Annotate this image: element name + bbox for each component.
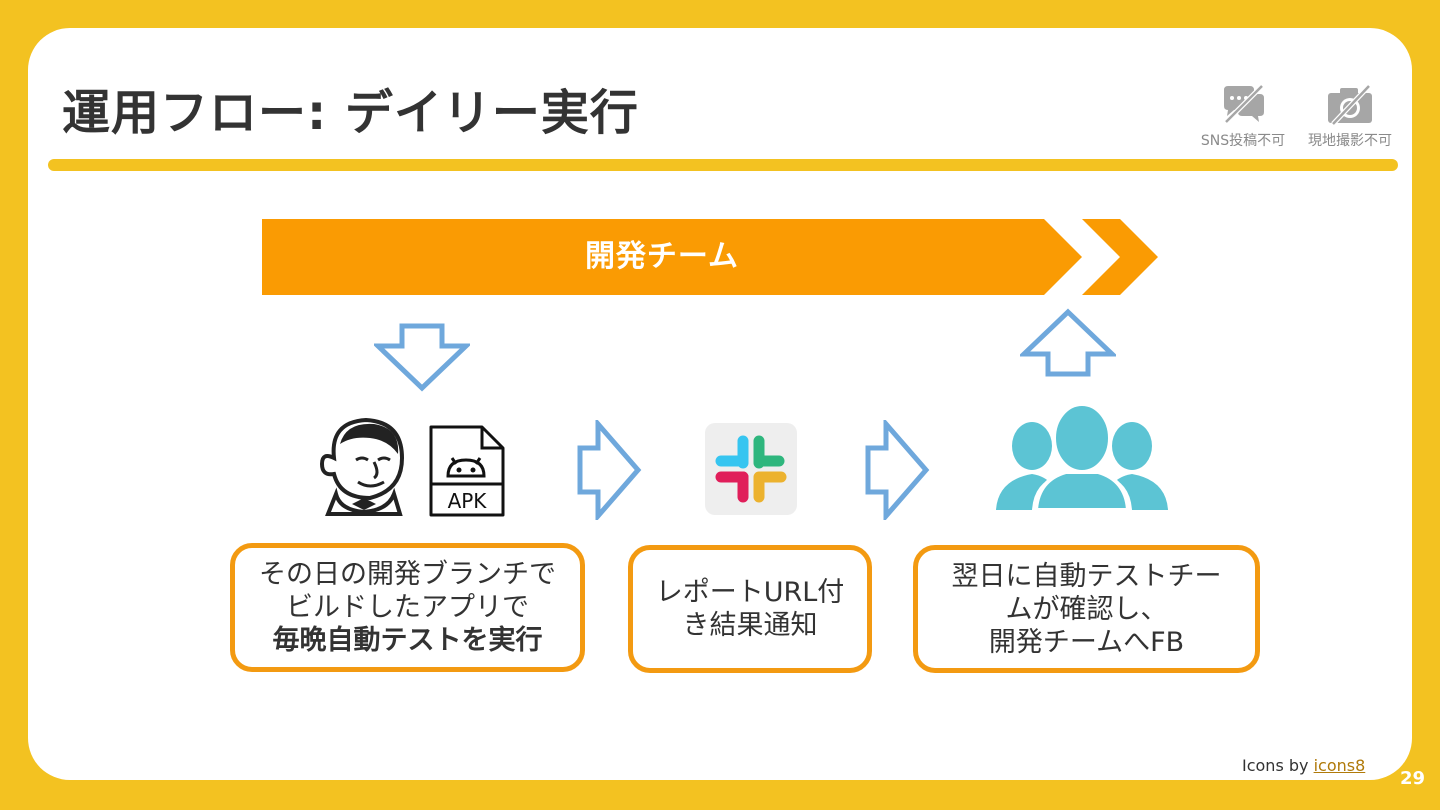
step-text: レポートURL付 <box>655 577 845 608</box>
icons8-link[interactable]: icons8 <box>1313 756 1366 775</box>
arrow-right-icon <box>577 420 642 520</box>
step-text: 開発チームへFB <box>988 626 1185 658</box>
banner-arrow-body <box>262 219 1082 295</box>
arrow-down-icon <box>374 323 470 392</box>
notice-label: SNS投稿不可 <box>1200 133 1286 149</box>
no-sns-icon <box>1224 84 1264 124</box>
step-box-report-notification: レポートURL付 き結果通知 <box>628 545 872 673</box>
slack-icon <box>705 423 797 515</box>
credit-prefix: Icons by <box>1242 756 1314 775</box>
step-text-emphasis: 毎晩自動テストを実行 <box>272 625 543 656</box>
step-text: ムが確認し、 <box>1005 593 1168 625</box>
title-underline <box>48 159 1398 171</box>
icon-credit: Icons by icons8 <box>1242 756 1365 775</box>
slide-title: 運用フロー: デイリー実行 <box>62 85 639 141</box>
banner-label: 開発チーム <box>584 239 740 274</box>
step-box-team-feedback: 翌日に自動テストチー ムが確認し、 開発チームへFB <box>913 545 1260 673</box>
step-text: ビルドしたアプリで <box>286 592 529 623</box>
team-icon <box>996 402 1168 512</box>
step-text: 翌日に自動テストチー <box>951 560 1222 592</box>
no-camera-icon <box>1328 84 1372 126</box>
arrow-right-icon <box>865 420 930 520</box>
jenkins-icon <box>319 417 405 516</box>
step-box-nightly-test: その日の開発ブランチで ビルドしたアプリで 毎晩自動テストを実行 <box>230 543 585 672</box>
page-number: 29 <box>1400 768 1426 789</box>
step-text: き結果通知 <box>682 610 818 641</box>
notice-no-sns: SNS投稿不可 <box>1188 84 1298 150</box>
notice-no-camera: 現地撮影不可 <box>1295 84 1405 150</box>
apk-file-icon: APK <box>429 425 505 517</box>
apk-label: APK <box>448 489 488 513</box>
step-text: その日の開発ブランチで <box>259 559 556 590</box>
notice-label: 現地撮影不可 <box>1308 133 1392 149</box>
banner-chevron <box>1082 219 1158 295</box>
dev-team-banner <box>262 219 1158 295</box>
arrow-up-icon <box>1020 308 1116 377</box>
